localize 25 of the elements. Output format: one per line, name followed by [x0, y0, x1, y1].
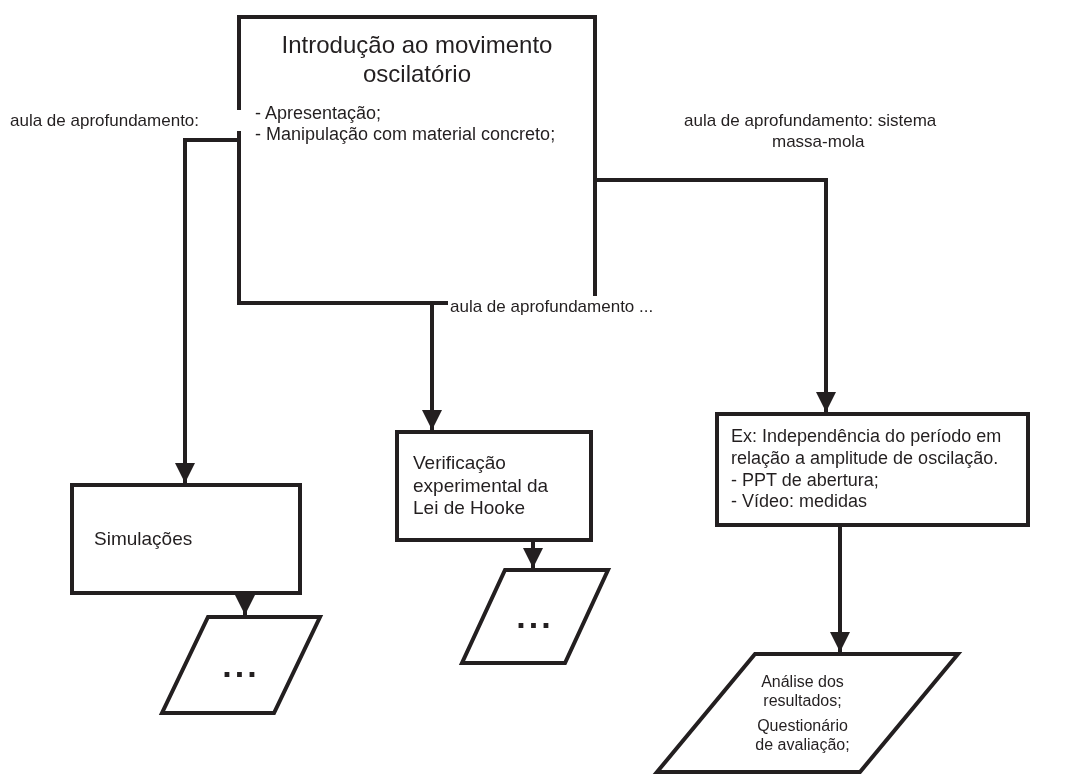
node-text: - Manipulação com material concreto; — [255, 124, 557, 146]
node-text: Simulações — [94, 527, 193, 551]
node-text: Ex: Independência do período em relação a amplitude de oscilação. — [731, 426, 1003, 470]
node-text: - PPT de abertura; — [731, 469, 879, 492]
edge-label: aula de aprofundamento: — [8, 110, 242, 132]
node-text: Questionário de avaliação; — [754, 716, 851, 755]
process-box — [70, 483, 302, 595]
process-box — [395, 430, 593, 542]
ellipsis-text: ... — [516, 596, 554, 637]
arrow — [175, 138, 237, 483]
arrow — [830, 527, 850, 652]
ellipsis-text: ... — [222, 644, 260, 686]
parallelogram-box — [655, 652, 960, 774]
arrow — [235, 595, 255, 615]
node-text: Verificação experimental da Lei de Hooke — [413, 451, 550, 521]
node-text: - Apresentação; — [255, 102, 383, 125]
node-title: Introdução ao movimento oscilatório — [280, 31, 554, 89]
arrow — [597, 178, 836, 412]
process-box — [715, 412, 1030, 527]
parallelogram-box — [160, 615, 322, 715]
arrow — [523, 542, 543, 568]
arrow — [422, 305, 442, 430]
parallelogram-box — [460, 568, 610, 665]
node-text: - Vídeo: medidas — [731, 491, 868, 513]
node-text: Análise dos resultados; — [760, 671, 845, 710]
